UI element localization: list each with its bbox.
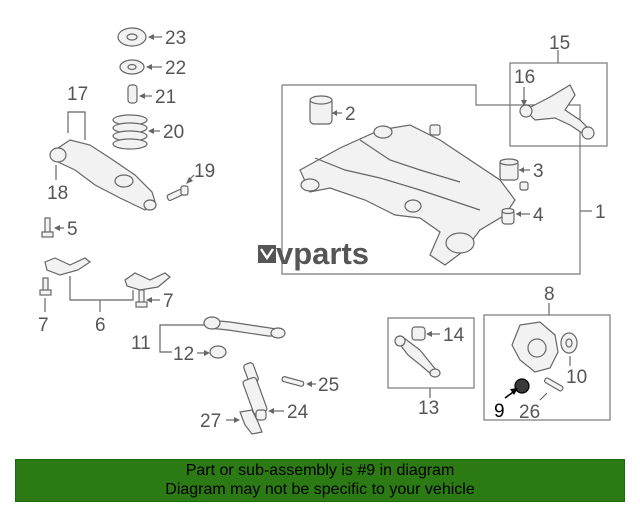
callout-21[interactable]: 21 (155, 87, 176, 108)
callout-4[interactable]: 4 (533, 205, 544, 226)
callout-27[interactable]: 27 (200, 411, 221, 432)
banner-line-2: Diagram may not be specific to your vehi… (165, 481, 475, 498)
subframe-group: 1 2 3 (281, 84, 606, 275)
logo-text: vparts (276, 236, 369, 271)
shock-absorber[interactable] (242, 362, 268, 421)
bracket-left[interactable] (44, 257, 92, 276)
subframe-stopper[interactable] (501, 207, 515, 225)
callout-26[interactable]: 26 (519, 402, 540, 423)
callout-23[interactable]: 23 (165, 28, 186, 49)
trailing-link[interactable] (394, 335, 441, 378)
callout-5[interactable]: 5 (67, 219, 78, 240)
callout-25[interactable]: 25 (318, 375, 339, 396)
callout-7-right[interactable]: 7 (163, 291, 174, 312)
bolt-7-left[interactable] (39, 277, 52, 296)
callout-19[interactable]: 19 (194, 161, 215, 182)
rear-subframe[interactable] (299, 124, 516, 266)
callout-18[interactable]: 18 (47, 183, 68, 204)
rear-knuckle[interactable] (511, 321, 559, 373)
upper-control-arm[interactable] (519, 84, 595, 140)
callout-20[interactable]: 20 (163, 122, 184, 143)
callout-16[interactable]: 16 (514, 67, 535, 88)
upper-arm-group: 15 16 (509, 33, 608, 147)
shock-bolt[interactable] (281, 376, 305, 387)
banner-line-1: Part or sub-assembly is #9 in diagram (185, 462, 455, 479)
subframe-bushing-rear[interactable] (499, 158, 519, 181)
bracket-right[interactable] (124, 272, 171, 291)
callout-3[interactable]: 3 (533, 161, 544, 182)
knuckle-bolt-26[interactable] (543, 377, 564, 392)
trailing-link-group: 14 13 (387, 317, 475, 419)
callout-17[interactable]: 17 (67, 84, 88, 105)
callout-7-left[interactable]: 7 (38, 315, 49, 336)
knuckle-bushing-10[interactable] (560, 332, 578, 354)
bolt-7-right[interactable] (135, 289, 148, 308)
lateral-link[interactable] (203, 316, 286, 339)
callout-14[interactable]: 14 (443, 325, 465, 346)
link-bushing[interactable] (209, 345, 227, 359)
lower-control-arm[interactable] (49, 139, 157, 211)
parts-diagram: 1 2 3 (38, 27, 611, 435)
shock-group: 25 24 27 (200, 362, 339, 435)
vparts-logo: vparts (258, 236, 369, 271)
lateral-link-group: 11 12 (131, 316, 286, 365)
link-bushing-14[interactable] (411, 326, 426, 341)
callout-15[interactable]: 15 (549, 33, 570, 54)
callout-1[interactable]: 1 (595, 202, 606, 223)
knuckle-group: 8 10 9 26 (483, 284, 611, 423)
callout-10[interactable]: 10 (566, 367, 587, 388)
subframe-cap[interactable] (519, 181, 529, 191)
spring-group: 23 22 21 20 17 18 (47, 27, 215, 211)
bolt-5[interactable] (41, 217, 54, 238)
spring-pad[interactable] (119, 59, 145, 75)
arm-bolt[interactable] (166, 185, 189, 202)
coil-spring[interactable] (112, 114, 148, 150)
spring-seat-upper[interactable] (117, 27, 147, 47)
callout-2[interactable]: 2 (345, 104, 356, 125)
callout-12[interactable]: 12 (173, 344, 194, 365)
subframe-bushing-front[interactable] (309, 95, 333, 125)
callout-6[interactable]: 6 (95, 315, 106, 336)
info-banner: Part or sub-assembly is #9 in diagram Di… (15, 459, 625, 502)
subframe-plug[interactable] (429, 124, 441, 136)
bump-stop[interactable] (127, 84, 138, 104)
callout-13[interactable]: 13 (418, 398, 439, 419)
callout-11[interactable]: 11 (131, 333, 151, 354)
callout-22[interactable]: 22 (165, 58, 186, 79)
callout-8[interactable]: 8 (544, 284, 555, 305)
bracket-group: 5 6 7 7 (38, 217, 174, 336)
shock-bracket[interactable] (239, 409, 263, 435)
knuckle-bushing-9[interactable] (514, 378, 530, 394)
callout-9[interactable]: 9 (494, 401, 505, 422)
callout-24[interactable]: 24 (287, 402, 309, 423)
